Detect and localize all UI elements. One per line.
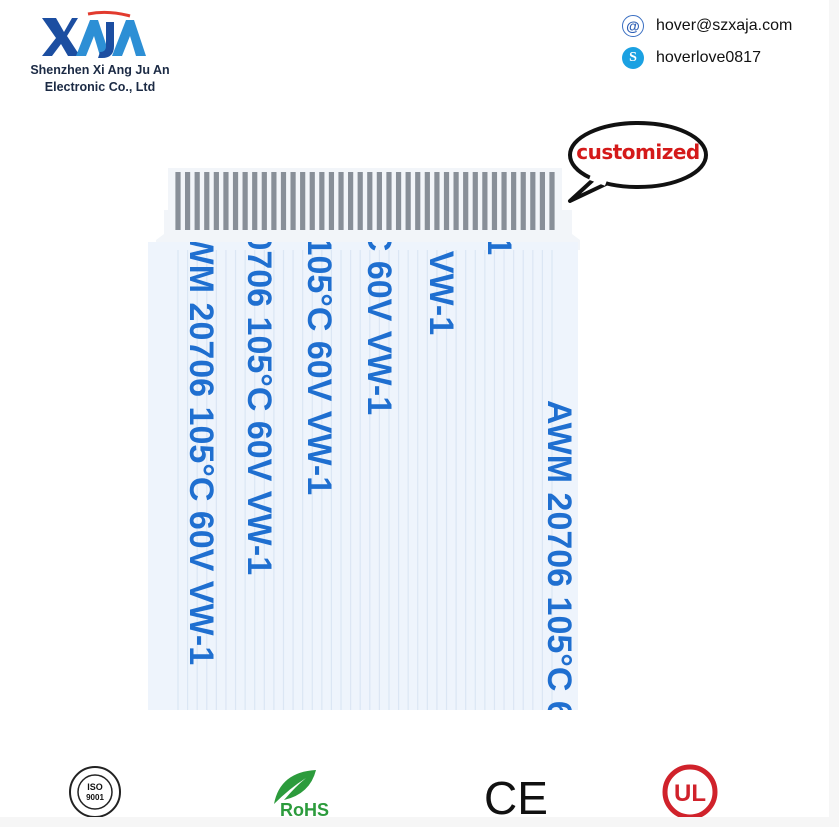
- cable-marking-col6: AWM 20706 105°C 60V VW-1: [480, 150, 518, 255]
- rohs-badge: RoHS: [270, 764, 350, 820]
- right-border: [829, 0, 839, 827]
- company-name: Shenzhen Xi Ang Ju An Electronic Co., Lt…: [20, 62, 180, 96]
- xaja-logo-icon: [42, 10, 146, 58]
- email-address: hover@szxaja.com: [656, 17, 793, 34]
- callout-label: customized: [576, 140, 700, 164]
- ul-label: UL: [674, 780, 706, 807]
- iso-9001-badge: ISO 9001: [66, 764, 124, 820]
- rohs-label: RoHS: [280, 800, 329, 820]
- email-contact: @ hover@szxaja.com: [622, 13, 792, 39]
- skype-id: hoverlove0817: [656, 49, 761, 66]
- ce-badge: CE: [484, 772, 554, 828]
- skype-icon: S: [622, 47, 644, 69]
- cable-marking-col2: AWM 20706 105°C 60V VW-1: [240, 150, 278, 575]
- ul-badge: UL: [662, 764, 718, 820]
- email-icon: @: [622, 15, 644, 37]
- skype-contact: S hoverlove0817: [622, 45, 761, 71]
- ce-mark-icon: CE: [484, 772, 548, 824]
- ul-mark-icon: UL: [662, 764, 718, 820]
- rohs-leaf-icon: RoHS: [274, 770, 329, 820]
- iso-number: 9001: [86, 793, 104, 802]
- callout-bubble: [568, 121, 708, 203]
- cable-marking-col4: AWM 20706 105°C 60V VW-1: [360, 150, 398, 415]
- iso-label: ISO: [87, 782, 103, 792]
- cable-marking-col3: AWM 20706 105°C 60V VW-1: [300, 150, 338, 495]
- ce-label: CE: [484, 772, 548, 820]
- ffc-cable-image: AWM 20706 105°C 60V VW-1 AWM 20706 105°C…: [148, 150, 580, 710]
- company-name-line2: Electronic Co., Ltd: [44, 80, 156, 94]
- cable-marking-col7: AWM 20706 105°C 60V VW-1: [540, 400, 578, 710]
- iso-certificate-icon: ISO 9001: [69, 766, 121, 818]
- ffc-conductor-lines: [177, 250, 553, 710]
- bottom-border: [0, 817, 839, 827]
- company-logo: Shenzhen Xi Ang Ju An Electronic Co., Lt…: [10, 10, 170, 100]
- cable-marking-col1: AWM 20706 105°C 60V VW-1: [182, 210, 220, 665]
- cable-marking-col5: AWM 20706 105°C 60V VW-1: [422, 150, 460, 335]
- company-name-line1: Shenzhen Xi Ang Ju An: [30, 63, 170, 77]
- ffc-contacts: [175, 172, 555, 230]
